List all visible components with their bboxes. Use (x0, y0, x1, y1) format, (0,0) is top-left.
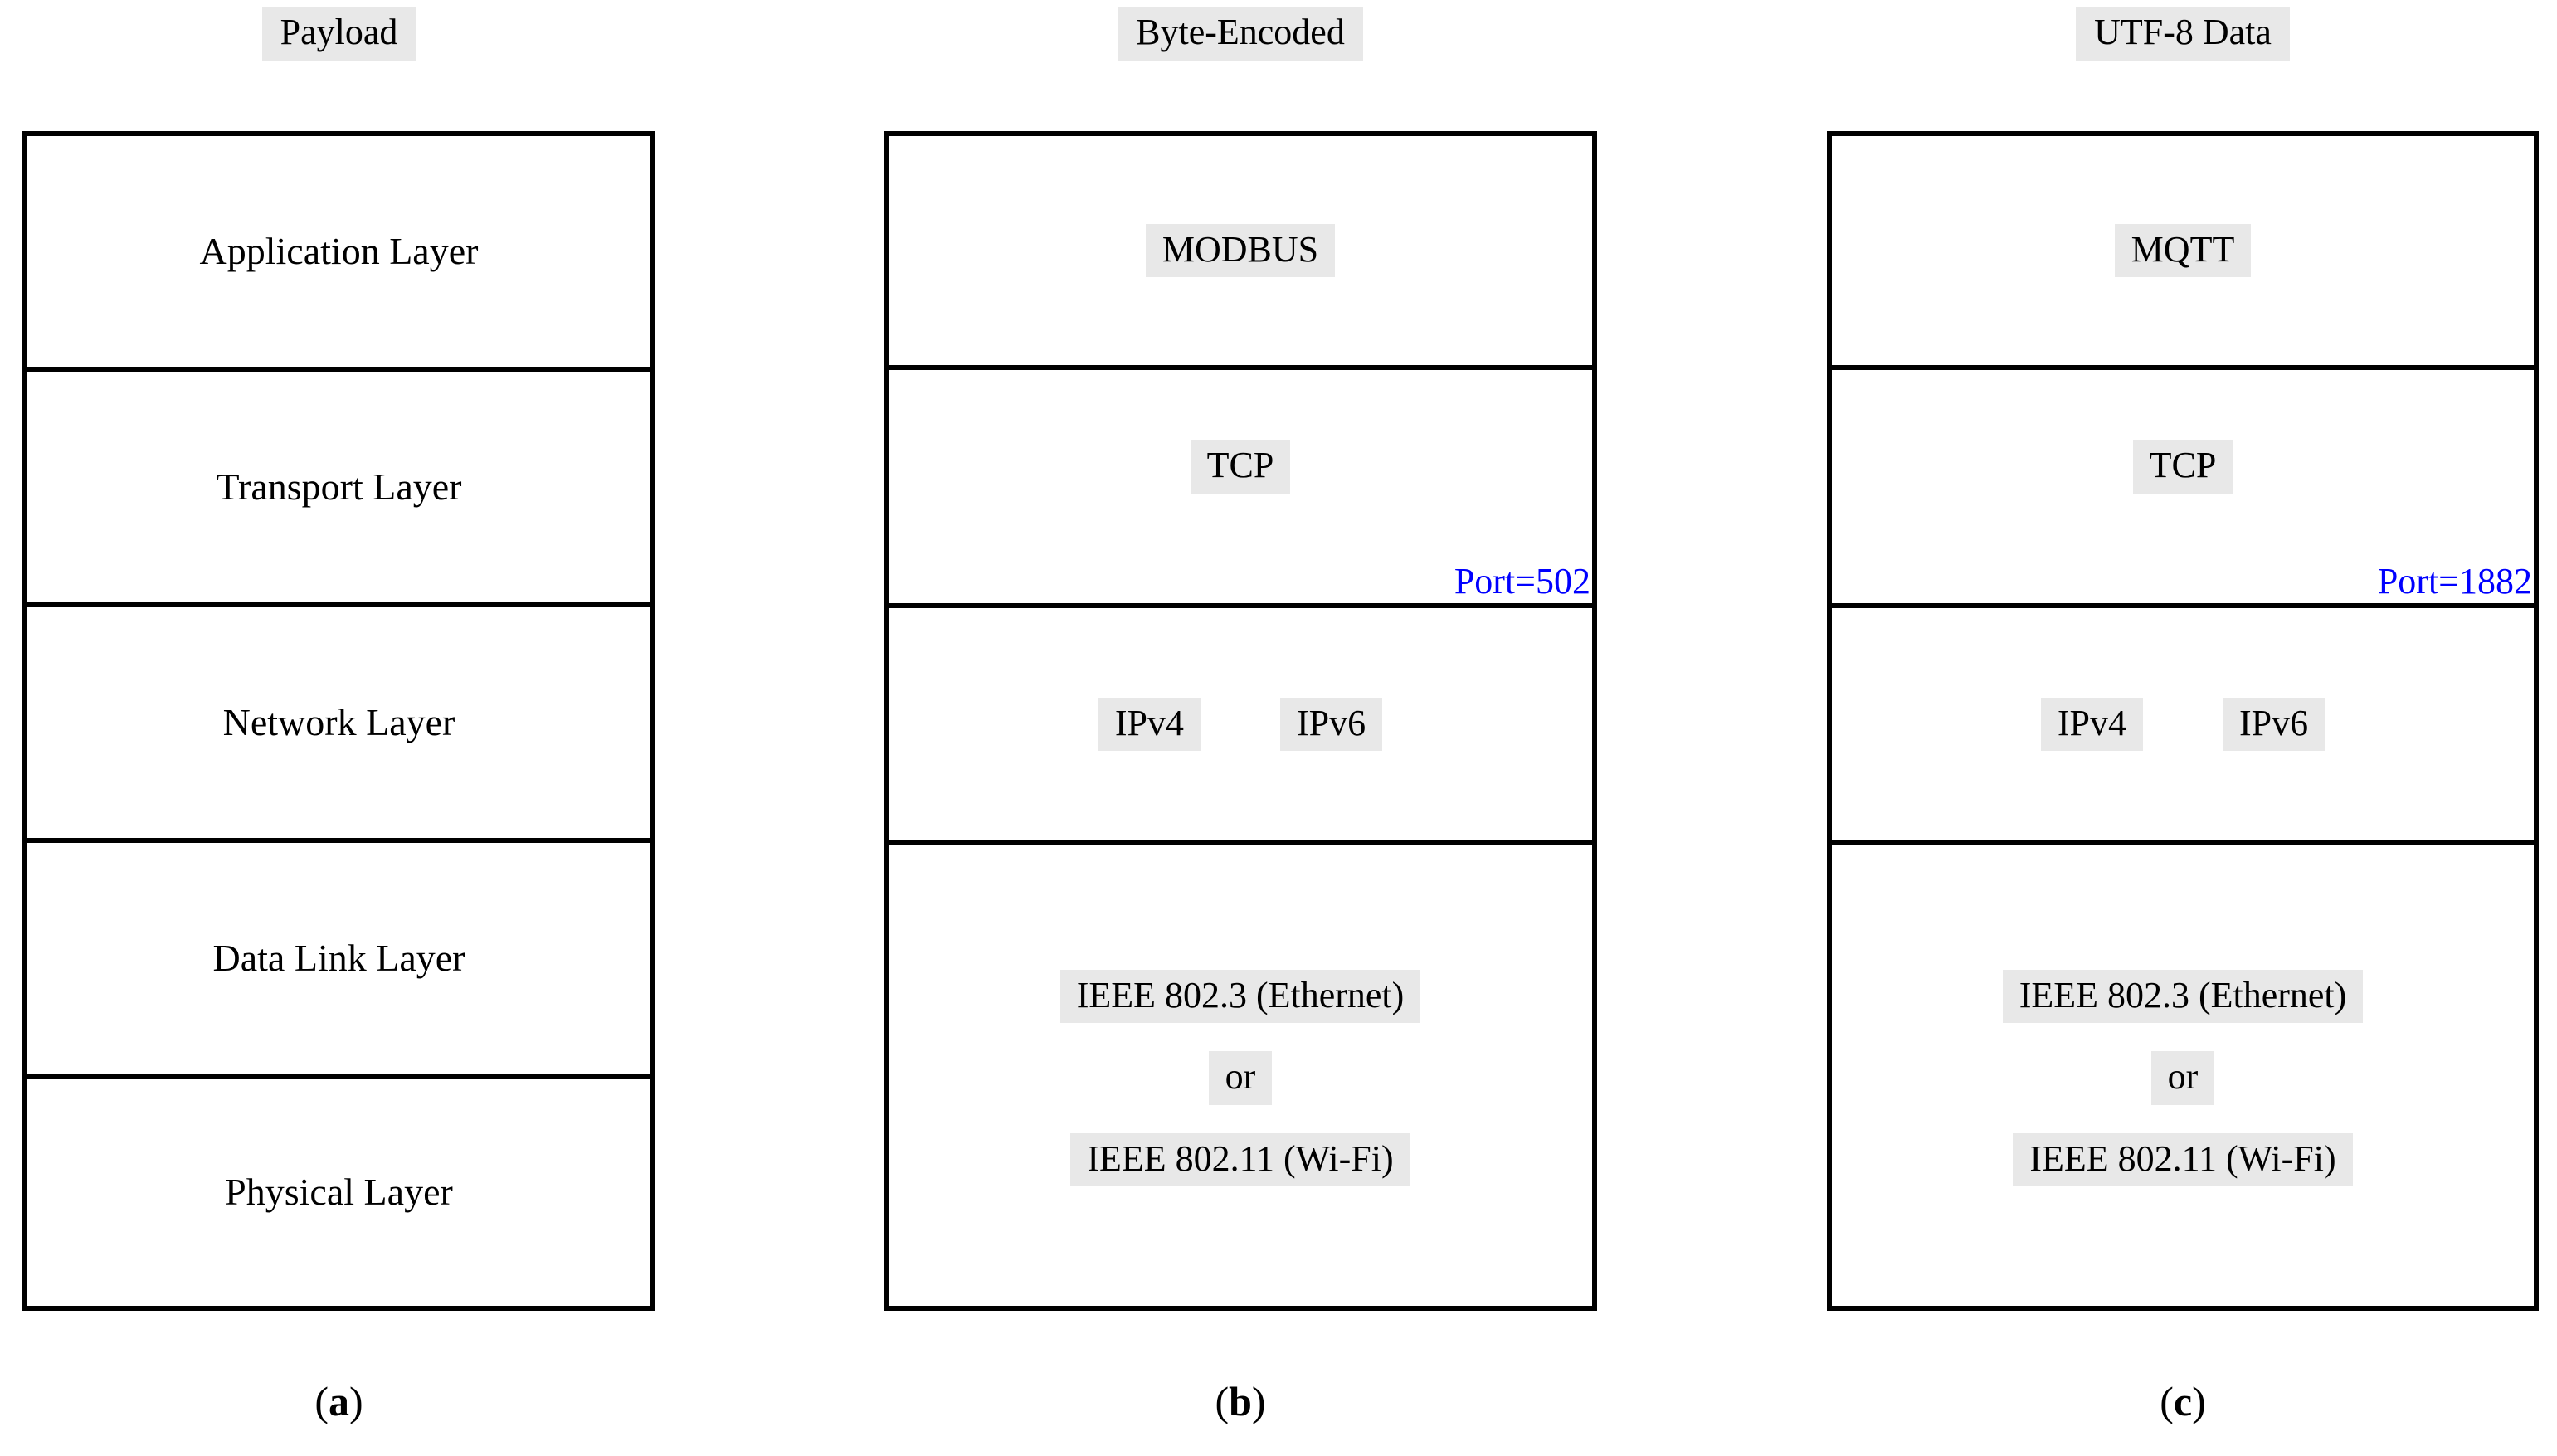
osi-stack-a: Application Layer Transport Layer Networ… (22, 131, 655, 1311)
payload-chip: Payload (261, 7, 416, 61)
sub-caption-c: (c) (1827, 1377, 2539, 1425)
layer-row-datalink-physical-c: IEEE 802.3 (Ethernet) or IEEE 802.11 (Wi… (1832, 845, 2534, 1311)
sub-caption-a-open: ( (314, 1378, 329, 1424)
column-a-header: Payload (22, 7, 655, 61)
protocol-chip-tcp-c: TCP (2132, 440, 2233, 494)
network-chip-row-c: IPv4 IPv6 (1832, 697, 2534, 752)
sub-caption-a: (a) (22, 1377, 655, 1425)
sub-caption-b-close: ) (1251, 1378, 1266, 1424)
sub-caption-a-letter: a (329, 1378, 349, 1424)
osi-stack-c: MQTT TCP Port=1882 IPv4 IPv6 IEEE 802.3 … (1827, 131, 2539, 1311)
byte-encoded-chip: Byte-Encoded (1118, 7, 1363, 61)
layer-row-network-b: IPv4 IPv6 (889, 608, 1592, 845)
protocol-chip-ipv6-b: IPv6 (1280, 697, 1383, 752)
osi-stack-b: MODBUS TCP Port=502 IPv4 IPv6 IEEE 802.3… (884, 131, 1597, 1311)
port-annotation-c: Port=1882 (2377, 560, 2532, 601)
layer-row-transport-b: TCP Port=502 (889, 370, 1592, 608)
link-chip-group-b: IEEE 802.3 (Ethernet) or IEEE 802.11 (Wi… (889, 969, 1592, 1187)
port-annotation-b: Port=502 (1454, 560, 1590, 601)
protocol-chip-ipv6-c: IPv6 (2223, 697, 2326, 752)
sub-caption-c-letter: c (2173, 1378, 2193, 1424)
protocol-chip-or-c: or (2150, 1051, 2215, 1105)
layer-row-physical-a: Physical Layer (27, 1079, 650, 1306)
transport-inner-b: TCP (889, 440, 1592, 494)
column-c-header: UTF-8 Data (1827, 7, 2539, 61)
layer-label-network: Network Layer (222, 700, 455, 743)
sub-caption-b: (b) (884, 1377, 1597, 1425)
link-chip-group-c: IEEE 802.3 (Ethernet) or IEEE 802.11 (Wi… (1832, 969, 2534, 1187)
protocol-chip-modbus: MODBUS (1145, 223, 1336, 278)
network-chip-row-b: IPv4 IPv6 (889, 697, 1592, 752)
protocol-chip-ethernet-c: IEEE 802.3 (Ethernet) (2002, 969, 2364, 1024)
sub-caption-c-open: ( (2160, 1378, 2174, 1424)
layer-row-transport-a: Transport Layer (27, 372, 650, 607)
layer-label-transport: Transport Layer (216, 465, 462, 508)
layer-row-datalink-a: Data Link Layer (27, 843, 650, 1079)
protocol-chip-mqtt: MQTT (2114, 223, 2252, 278)
protocol-chip-ipv4-c: IPv4 (2040, 697, 2143, 752)
layer-row-application-b: MODBUS (889, 136, 1592, 370)
layer-label-physical: Physical Layer (225, 1170, 453, 1213)
sub-caption-a-close: ) (349, 1378, 363, 1424)
protocol-chip-wifi-b: IEEE 802.11 (Wi-Fi) (1070, 1132, 1410, 1187)
sub-caption-b-letter: b (1229, 1378, 1252, 1424)
layer-row-network-a: Network Layer (27, 607, 650, 843)
protocol-chip-wifi-c: IEEE 802.11 (Wi-Fi) (2013, 1132, 2353, 1187)
layer-row-datalink-physical-b: IEEE 802.3 (Ethernet) or IEEE 802.11 (Wi… (889, 845, 1592, 1311)
column-b-header: Byte-Encoded (884, 7, 1597, 61)
protocol-chip-ethernet-b: IEEE 802.3 (Ethernet) (1059, 969, 1421, 1024)
layer-label-datalink: Data Link Layer (212, 936, 465, 979)
transport-inner-c: TCP (1832, 440, 2534, 494)
layer-row-transport-c: TCP Port=1882 (1832, 370, 2534, 608)
sub-caption-c-close: ) (2192, 1378, 2206, 1424)
layer-row-application-a: Application Layer (27, 136, 650, 372)
protocol-chip-or-b: or (1208, 1051, 1273, 1105)
protocol-chip-ipv4-b: IPv4 (1098, 697, 1201, 752)
layer-label-application: Application Layer (199, 229, 479, 272)
protocol-chip-tcp-b: TCP (1190, 440, 1291, 494)
utf8-data-chip: UTF-8 Data (2076, 7, 2290, 61)
layer-row-network-c: IPv4 IPv6 (1832, 608, 2534, 845)
sub-caption-b-open: ( (1215, 1378, 1230, 1424)
layer-row-application-c: MQTT (1832, 136, 2534, 370)
